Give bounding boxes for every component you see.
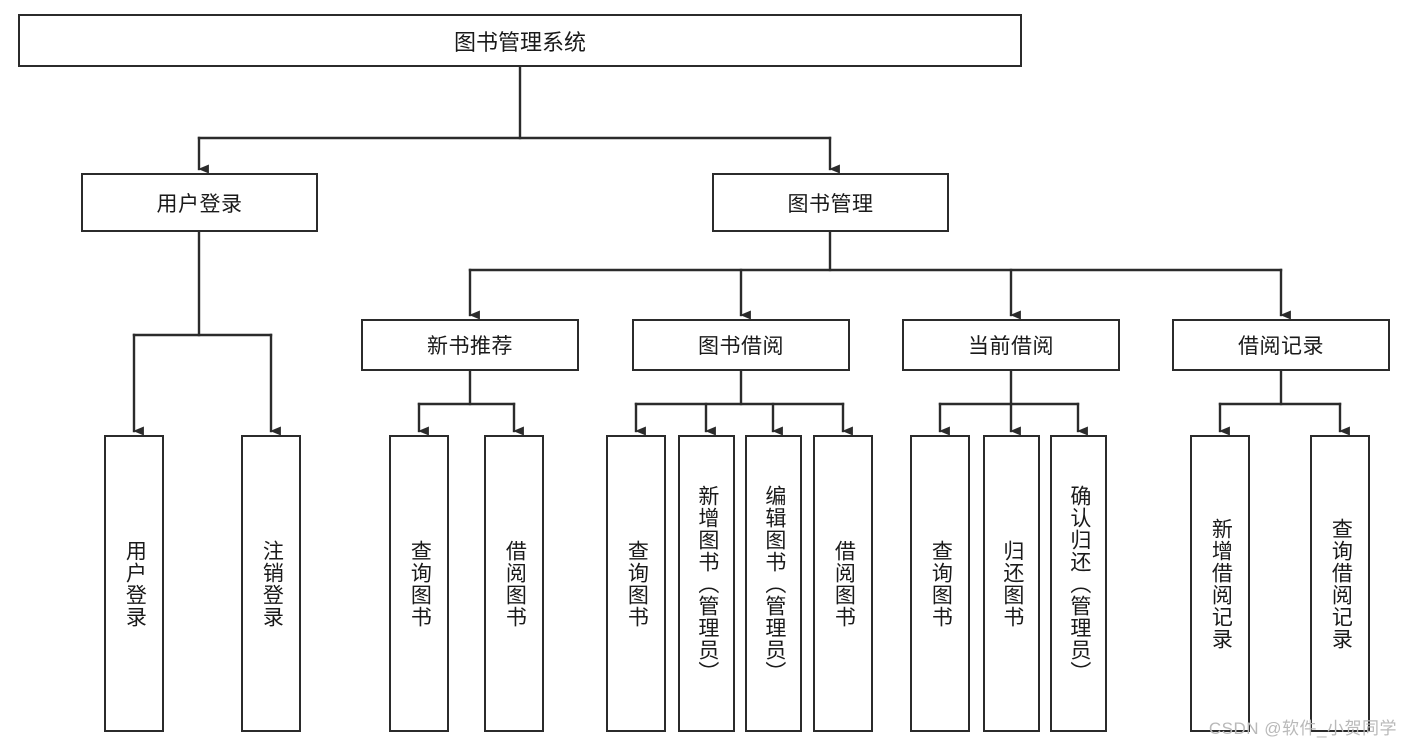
node-book-manage-label: 图书管理 xyxy=(787,192,874,216)
node-query-book-3[interactable]: 查询图书 xyxy=(910,435,970,732)
node-borrow-book-2[interactable]: 借阅图书 xyxy=(813,435,873,732)
node-borrow-book-1-label: 借阅图书 xyxy=(503,539,527,628)
node-confirm-return-admin-label: 确认归还（管理员） xyxy=(1067,484,1091,683)
node-edit-book-admin[interactable]: 编辑图书（管理员） xyxy=(745,435,802,732)
node-confirm-return-admin[interactable]: 确认归还（管理员） xyxy=(1050,435,1107,732)
node-book-borrow[interactable]: 图书借阅 xyxy=(632,319,850,371)
node-root[interactable]: 图书管理系统 xyxy=(18,14,1022,67)
node-add-borrow-record[interactable]: 新增借阅记录 xyxy=(1190,435,1250,732)
node-borrow-book-2-label: 借阅图书 xyxy=(832,539,856,628)
node-book-borrow-label: 图书借阅 xyxy=(698,335,784,358)
node-query-borrow-record-label: 查询借阅记录 xyxy=(1329,517,1353,650)
node-user-logout-label: 注销登录 xyxy=(260,539,284,628)
node-query-book-1-label: 查询图书 xyxy=(408,539,432,628)
node-borrow-record[interactable]: 借阅记录 xyxy=(1172,319,1390,371)
node-return-book[interactable]: 归还图书 xyxy=(983,435,1040,732)
node-book-manage[interactable]: 图书管理 xyxy=(712,173,949,232)
node-user-login-do-label: 用户登录 xyxy=(123,539,147,628)
node-current-borrow-label: 当前借阅 xyxy=(968,335,1054,358)
node-borrow-record-label: 借阅记录 xyxy=(1238,335,1324,358)
csdn-watermark: CSDN @软件_小贺同学 xyxy=(1208,719,1397,738)
node-return-book-label: 归还图书 xyxy=(1000,539,1024,628)
node-add-borrow-record-label: 新增借阅记录 xyxy=(1209,517,1233,650)
node-add-book-admin[interactable]: 新增图书（管理员） xyxy=(678,435,735,732)
node-query-book-2-label: 查询图书 xyxy=(625,539,649,628)
node-edit-book-admin-label: 编辑图书（管理员） xyxy=(762,484,786,683)
node-root-label: 图书管理系统 xyxy=(453,29,586,55)
node-user-login-label: 用户登录 xyxy=(156,192,243,216)
node-query-book-2[interactable]: 查询图书 xyxy=(606,435,666,732)
node-user-login-do[interactable]: 用户登录 xyxy=(104,435,164,732)
node-add-book-admin-label: 新增图书（管理员） xyxy=(695,484,719,683)
node-borrow-book-1[interactable]: 借阅图书 xyxy=(484,435,544,732)
node-new-book-recommend[interactable]: 新书推荐 xyxy=(361,319,579,371)
node-user-login[interactable]: 用户登录 xyxy=(81,173,318,232)
node-query-book-3-label: 查询图书 xyxy=(929,539,953,628)
node-user-logout[interactable]: 注销登录 xyxy=(241,435,301,732)
node-new-book-recommend-label: 新书推荐 xyxy=(427,335,513,358)
node-current-borrow[interactable]: 当前借阅 xyxy=(902,319,1120,371)
node-query-book-1[interactable]: 查询图书 xyxy=(389,435,449,732)
node-query-borrow-record[interactable]: 查询借阅记录 xyxy=(1310,435,1370,732)
